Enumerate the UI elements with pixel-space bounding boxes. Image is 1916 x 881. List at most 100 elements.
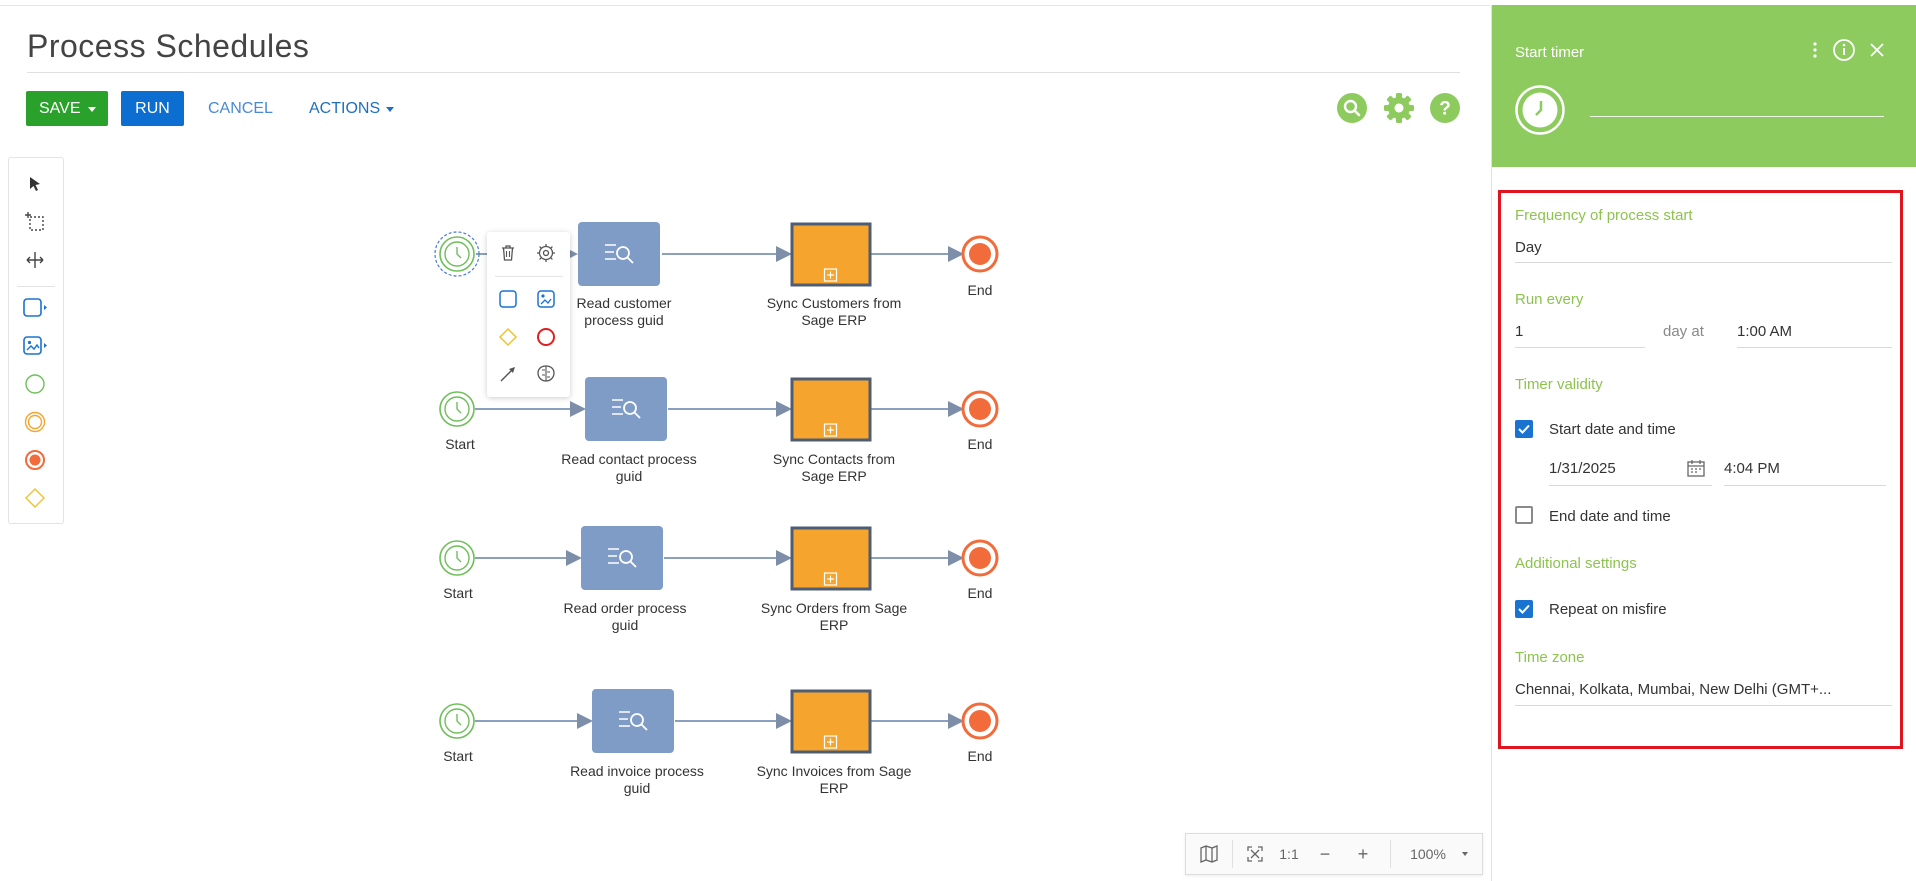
cancel-button[interactable]: CANCEL: [208, 100, 273, 117]
start-time-input[interactable]: 4:04 PM: [1724, 460, 1780, 477]
space-tool-icon[interactable]: [21, 246, 49, 274]
sync-subprocess[interactable]: [790, 526, 872, 591]
element-context-menu: [487, 232, 570, 397]
task-label: Read contact process guid: [561, 451, 697, 484]
process-row-3: [439, 526, 999, 591]
element-palette: [8, 157, 64, 524]
sync-subprocess[interactable]: [790, 377, 872, 442]
element-name-underline: [1590, 116, 1884, 117]
panel-header: Start timer: [1492, 5, 1916, 167]
subprocess-label: Sync Orders from Sage ERP: [760, 600, 908, 633]
save-button[interactable]: SAVE: [26, 91, 108, 126]
start-event[interactable]: [439, 391, 475, 427]
start-event[interactable]: [439, 540, 475, 576]
ai-icon[interactable]: [535, 363, 557, 390]
read-task[interactable]: [581, 526, 663, 590]
element-name-input[interactable]: [1590, 92, 1884, 114]
run-every-unit: day at: [1663, 323, 1704, 340]
run-time-underline: [1737, 347, 1892, 348]
panel-title: Start timer: [1515, 44, 1585, 61]
task-label: Read invoice process guid: [570, 763, 704, 796]
task-label: Read order process guid: [563, 600, 687, 633]
start-date-input[interactable]: 1/31/2025: [1549, 460, 1616, 477]
run-every-input[interactable]: 1: [1515, 323, 1524, 340]
subprocess-label: Sync Customers from Sage ERP: [766, 295, 902, 328]
end-date-checkbox[interactable]: [1515, 506, 1533, 524]
timer-settings-highlight: [1498, 190, 1903, 749]
properties-panel: Start timer: [1491, 5, 1916, 881]
end-event-icon[interactable]: [21, 446, 49, 474]
timer-validity-label: Timer validity: [1515, 376, 1603, 393]
subprocess-icon[interactable]: [535, 288, 557, 315]
start-event[interactable]: [434, 231, 480, 277]
intermediate-event-icon[interactable]: [21, 408, 49, 436]
lasso-tool-icon[interactable]: [21, 208, 49, 236]
end-event[interactable]: [961, 702, 999, 740]
frequency-underline: [1515, 262, 1892, 263]
task-icon[interactable]: [21, 294, 49, 322]
end-event[interactable]: [961, 539, 999, 577]
save-dropdown-caret-icon: [88, 107, 96, 112]
process-row-1: [434, 222, 999, 287]
fit-to-screen-icon[interactable]: [1238, 834, 1272, 874]
close-icon[interactable]: [1868, 41, 1886, 64]
frequency-select[interactable]: Day: [1515, 239, 1542, 256]
connector-icon[interactable]: [497, 363, 519, 390]
zoom-level-select[interactable]: 100%: [1410, 846, 1446, 862]
repeat-on-misfire-checkbox[interactable]: [1515, 600, 1533, 618]
read-task[interactable]: [592, 689, 674, 753]
calendar-icon[interactable]: [1686, 458, 1706, 483]
start-label: Start: [443, 748, 473, 764]
subprocess-label: Sync Contacts from Sage ERP: [772, 451, 896, 484]
end-date-label: End date and time: [1549, 508, 1671, 525]
sync-subprocess[interactable]: [790, 222, 872, 287]
time-zone-underline: [1515, 705, 1892, 706]
repeat-on-misfire-label: Repeat on misfire: [1549, 601, 1667, 618]
end-event[interactable]: [961, 235, 999, 273]
end-event[interactable]: [961, 390, 999, 428]
title-divider: [27, 72, 1460, 73]
subprocess-icon[interactable]: [21, 332, 49, 360]
more-options-icon[interactable]: [1810, 39, 1820, 66]
end-label: End: [967, 585, 993, 601]
minimap-icon[interactable]: [1194, 834, 1224, 874]
start-time-underline: [1724, 485, 1886, 486]
search-icon[interactable]: [1336, 92, 1368, 124]
zoom-out-button[interactable]: −: [1319, 844, 1331, 864]
read-task[interactable]: [585, 377, 667, 441]
run-button[interactable]: RUN: [121, 91, 184, 126]
zoom-toolbar: 1:1 − + 100%: [1185, 833, 1483, 875]
sync-subprocess[interactable]: [790, 689, 872, 754]
process-row-2: [439, 377, 999, 442]
start-date-underline: [1549, 485, 1712, 486]
read-task[interactable]: [578, 222, 660, 286]
settings-icon[interactable]: [535, 242, 557, 269]
start-date-checkbox[interactable]: [1515, 420, 1533, 438]
zoom-in-button[interactable]: +: [1357, 844, 1369, 864]
actions-label: ACTIONS: [309, 100, 381, 117]
run-time-input[interactable]: 1:00 AM: [1737, 323, 1793, 340]
delete-icon[interactable]: [497, 242, 519, 269]
end-event-icon[interactable]: [535, 326, 557, 353]
time-zone-select[interactable]: Chennai, Kolkata, Mumbai, New Delhi (GMT…: [1515, 681, 1832, 698]
svg-text:?: ?: [1439, 99, 1451, 120]
actual-size-button[interactable]: 1:1: [1279, 846, 1299, 862]
additional-settings-label: Additional settings: [1515, 555, 1637, 572]
pointer-tool-icon[interactable]: [21, 170, 49, 198]
zoom-divider: [1390, 840, 1391, 868]
start-event-icon[interactable]: [21, 370, 49, 398]
gear-icon[interactable]: [1383, 92, 1415, 124]
start-event[interactable]: [439, 703, 475, 739]
actions-menu-button[interactable]: ACTIONS: [309, 91, 395, 126]
task-label: Read customer process guid: [576, 295, 672, 328]
task-icon[interactable]: [497, 288, 519, 315]
page-title: Process Schedules: [27, 28, 310, 64]
palette-divider: [17, 286, 55, 287]
info-icon[interactable]: [1832, 38, 1856, 67]
process-row-4: [439, 689, 999, 754]
help-icon[interactable]: ?: [1429, 92, 1461, 124]
frequency-label: Frequency of process start: [1515, 207, 1693, 224]
gateway-icon[interactable]: [21, 484, 49, 512]
context-menu-divider: [495, 276, 563, 277]
gateway-icon[interactable]: [497, 326, 519, 353]
